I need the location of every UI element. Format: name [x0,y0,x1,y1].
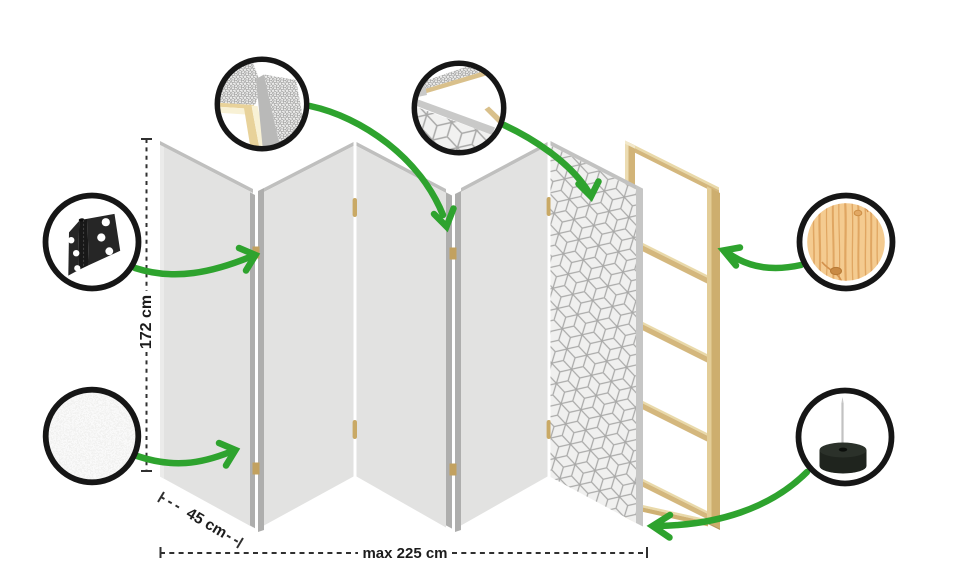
svg-text:172 cm: 172 cm [138,295,155,349]
svg-text:max 225 cm: max 225 cm [362,545,447,562]
